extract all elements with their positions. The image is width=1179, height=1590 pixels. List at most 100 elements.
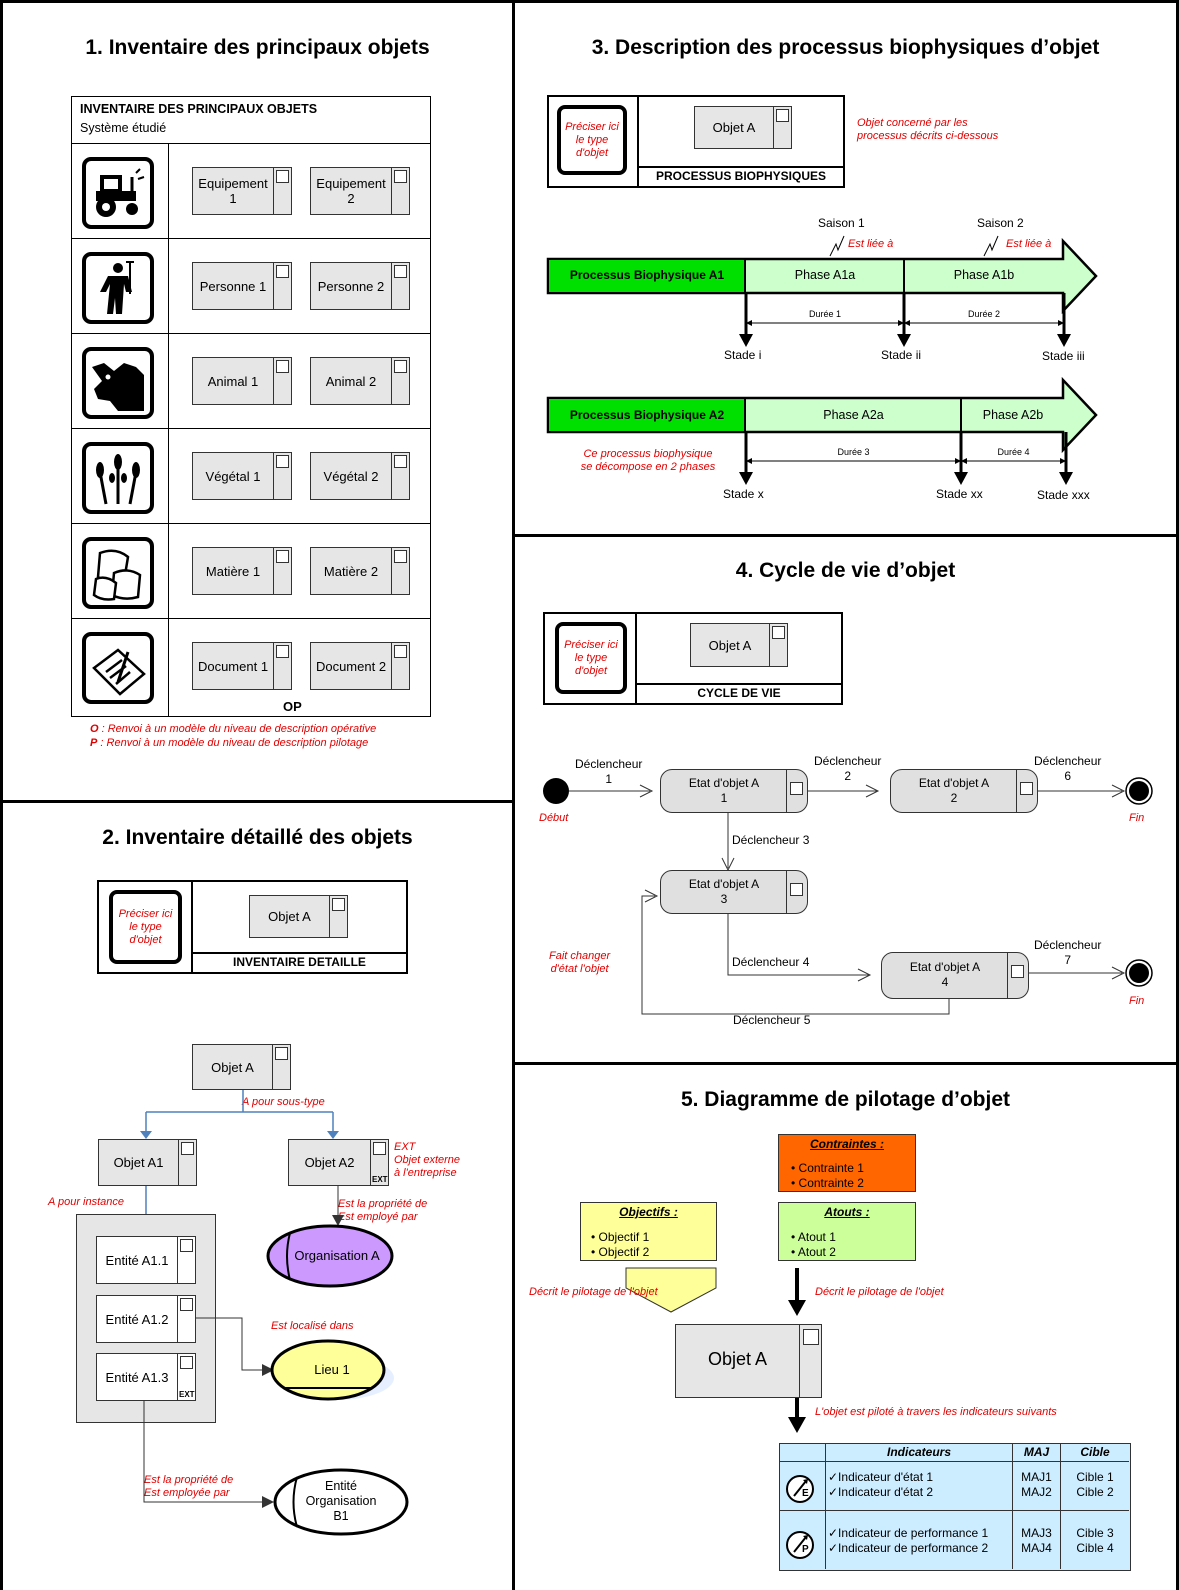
inventory-object-b-mini-icon xyxy=(394,265,407,278)
s4-header-object: Objet A xyxy=(690,623,788,667)
cow-icon xyxy=(82,347,154,419)
s3-header-object: Objet A xyxy=(694,106,792,149)
inventory-table: INVENTAIRE DES PRINCIPAUX OBJETS Système… xyxy=(71,96,431,717)
object-a2-label: Objet A2 xyxy=(304,1155,355,1170)
inventory-object-b-label: Végétal 2 xyxy=(323,468,379,484)
object-a2-ext: EXT xyxy=(372,1175,388,1184)
pilote-note: L'objet est piloté à travers les indicat… xyxy=(815,1406,1057,1418)
inventory-object-b-mini-icon xyxy=(394,170,407,183)
inventory-object-a-tab xyxy=(273,358,291,404)
gauge-e-letter: E xyxy=(802,1488,809,1499)
state-3: Etat d'objet A 3 xyxy=(660,870,808,914)
contraintes-title: Contraintes : xyxy=(809,1137,884,1151)
trigger-7: Déclencheur 7 xyxy=(1034,938,1102,967)
subtype-label: A pour sous-type xyxy=(242,1096,325,1108)
contrainte-2-text: Contrainte 2 xyxy=(798,1176,864,1190)
s5-object-tab xyxy=(799,1325,800,1397)
gauge-p-letter: P xyxy=(802,1544,809,1555)
s2-header-object: Objet A xyxy=(249,895,348,938)
localise-label: Est localisé dans xyxy=(271,1320,354,1332)
entity-a1-2-label: Entité A1.2 xyxy=(105,1311,169,1327)
trigger-2: Déclencheur 2 xyxy=(814,754,882,783)
inventory-object-a-tab xyxy=(273,263,291,309)
organisation-ellipse xyxy=(266,1224,394,1288)
object-a: Objet A xyxy=(192,1044,291,1090)
objectifs-pointer xyxy=(625,1267,717,1313)
s2-header-object-label: Objet A xyxy=(268,909,311,924)
objectifs-box: Objectifs : • Objectif 1 • Objectif 2 xyxy=(580,1202,717,1261)
inventory-object-b-mini-icon xyxy=(394,455,407,468)
stade-x: Stade x xyxy=(723,487,764,501)
note-p-key: P xyxy=(90,737,98,749)
note-p: P : Renvoi à un modèle du niveau de desc… xyxy=(90,737,368,749)
state-1: Etat d'objet A 1 xyxy=(660,769,808,813)
inventory-object-b-tab xyxy=(391,263,409,309)
s3-header-divider xyxy=(637,97,639,186)
s3-header-label: PROCESSUS BIOPHYSIQUES xyxy=(655,169,827,183)
atout-1: • Atout 1 xyxy=(791,1230,836,1244)
inventory-object-b-tab xyxy=(391,548,409,594)
entity-a1-3-label: Entité A1.3 xyxy=(105,1369,169,1385)
contrainte-1-text: Contrainte 1 xyxy=(798,1161,864,1175)
inventory-object-a: Equipement 1 xyxy=(192,167,292,215)
trigger-1: Déclencheur 1 xyxy=(575,757,643,786)
inventory-object-b: Personne 2 xyxy=(310,262,410,310)
indicators-table: Indicateurs MAJ Cible ✓Indicateur d'état… xyxy=(779,1443,1131,1571)
object-a2-tab: EXT xyxy=(370,1140,388,1185)
row1-cible: Cible 1 Cible 2 xyxy=(1076,1470,1114,1499)
farmer-icon xyxy=(82,252,154,324)
s2-header-hline xyxy=(193,952,406,954)
inventory-object-b-tab xyxy=(391,453,409,499)
section4-title: 4. Cycle de vie d’objet xyxy=(735,559,956,582)
inventory-object-a-label: Document 1 xyxy=(197,658,269,674)
object-a1: Objet A1 xyxy=(98,1139,197,1186)
object-a2: Objet A2 EXT xyxy=(288,1139,389,1186)
indicators-row-divider xyxy=(780,1510,1129,1511)
s3-header-object-label: Objet A xyxy=(712,120,756,135)
inventory-row-divider xyxy=(71,523,431,524)
s4-header-object-label: Objet A xyxy=(708,637,752,653)
section2-title: 2. Inventaire détaillé des objets xyxy=(102,826,413,849)
inventory-object-a-mini-icon xyxy=(276,645,289,658)
inventory-object-a-tab xyxy=(273,453,291,499)
owner-label-2: Est la propriété de Est employée par xyxy=(144,1474,234,1499)
duree-4: Durée 4 xyxy=(997,447,1030,457)
inventory-object-b: Animal 2 xyxy=(310,357,410,405)
s3-header-object-tab xyxy=(773,107,791,148)
atout-2: • Atout 2 xyxy=(791,1245,836,1259)
row1-indicators: ✓Indicateur d'état 1 ✓Indicateur d'état … xyxy=(828,1470,934,1499)
op-label: OP xyxy=(283,699,302,714)
frame-divider-right-1 xyxy=(512,534,1179,537)
s2-type-hint-box: Préciser ici le type d'objet xyxy=(109,890,182,964)
trigger-3: Déclencheur 3 xyxy=(732,833,810,847)
state-1-tab xyxy=(786,770,807,812)
row2-cible: Cible 3 Cible 4 xyxy=(1076,1526,1114,1555)
inventory-object-a-mini-icon xyxy=(276,265,289,278)
inventory-row-divider xyxy=(71,238,431,239)
phase-a1b: Phase A1b xyxy=(953,268,1015,282)
ext-note: EXT Objet externe à l'entreprise xyxy=(394,1141,461,1179)
object-a1-label: Objet A1 xyxy=(113,1155,164,1170)
lieu-ellipse xyxy=(270,1339,386,1401)
start-node xyxy=(543,778,569,804)
frame-divider-left xyxy=(0,800,514,803)
inventory-object-b-mini-icon xyxy=(394,550,407,563)
inventory-object-a: Animal 1 xyxy=(192,357,292,405)
indicators-col-2 xyxy=(1012,1444,1013,1569)
atouts-title: Atouts : xyxy=(824,1205,870,1219)
state-2-tab xyxy=(1016,770,1037,812)
proc-a2-label: Processus Biophysique A2 xyxy=(569,408,725,422)
gauge-p-icon xyxy=(786,1531,814,1559)
row2-indicators: ✓Indicateur de performance 1 ✓Indicateur… xyxy=(828,1526,989,1555)
inventory-object-a-label: Personne 1 xyxy=(199,278,267,294)
sacks-icon xyxy=(82,537,154,609)
state-2-label: Etat d'objet A 2 xyxy=(918,776,990,805)
row2-maj: MAJ3 MAJ4 xyxy=(1021,1526,1052,1555)
inventory-object-b-label: Document 2 xyxy=(315,658,387,674)
duree-2: Durée 2 xyxy=(967,309,1001,319)
atout-1-text: Atout 1 xyxy=(797,1230,836,1244)
indicators-header-row xyxy=(780,1444,1129,1462)
